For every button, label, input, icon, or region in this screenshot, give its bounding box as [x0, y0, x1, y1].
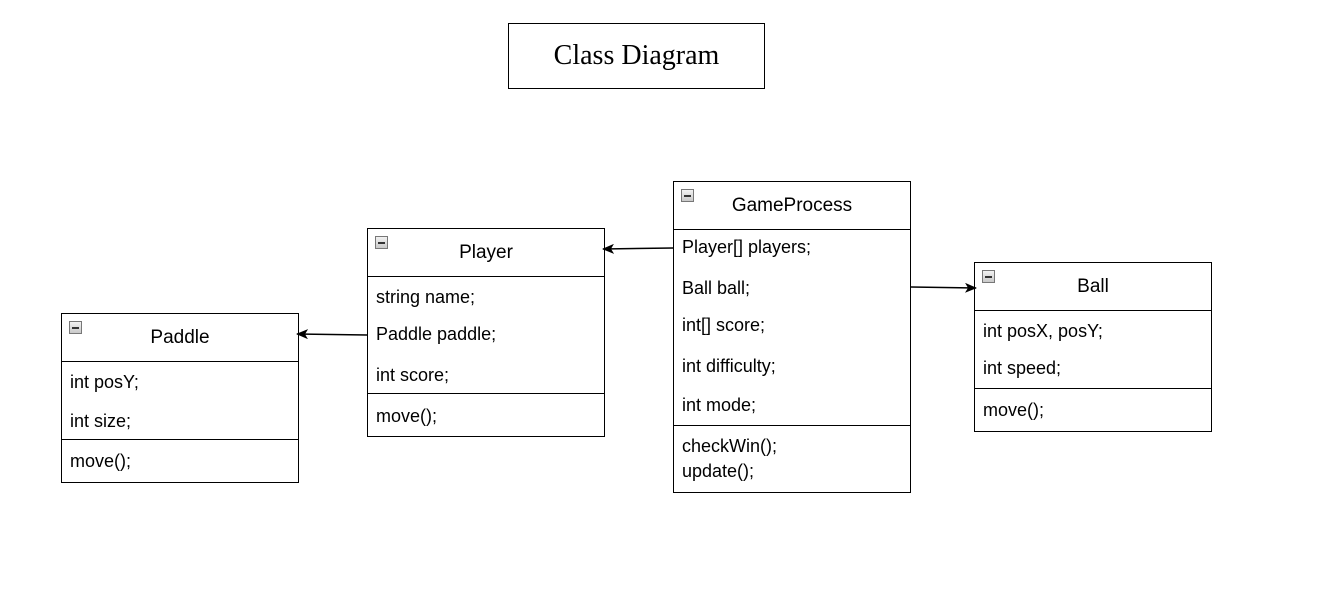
- arrow-player-to-paddle: [296, 329, 368, 340]
- class-ball-attributes: int posX, posY; int speed;: [975, 311, 1211, 389]
- class-paddle-attributes: int posY; int size;: [62, 362, 298, 440]
- method: move();: [983, 400, 1045, 420]
- class-paddle[interactable]: Paddle int posY; int size; move();: [61, 313, 299, 483]
- method: move();: [376, 406, 438, 426]
- attribute: int[] score;: [682, 315, 766, 335]
- collapse-icon[interactable]: [681, 189, 694, 202]
- attribute: int score;: [376, 365, 450, 385]
- arrow-gameprocess-to-player: [602, 243, 674, 254]
- attribute: Paddle paddle;: [376, 324, 497, 344]
- class-player[interactable]: Player string name; Paddle paddle; int s…: [367, 228, 605, 437]
- method: checkWin();: [682, 436, 778, 456]
- class-gameprocess-header: GameProcess: [674, 182, 910, 230]
- attribute: Ball ball;: [682, 278, 751, 298]
- class-ball-name: Ball: [1077, 275, 1109, 297]
- class-player-header: Player: [368, 229, 604, 277]
- attribute: int size;: [70, 411, 132, 431]
- attribute: string name;: [376, 287, 476, 307]
- attribute: Player[] players;: [682, 237, 812, 257]
- attribute: int speed;: [983, 358, 1062, 378]
- class-player-name: Player: [459, 241, 513, 263]
- diagram-title: Class Diagram: [508, 23, 765, 89]
- class-ball-header: Ball: [975, 263, 1211, 311]
- attribute: int difficulty;: [682, 356, 776, 376]
- attribute: int mode;: [682, 395, 757, 415]
- arrow-gameprocess-to-ball: [910, 282, 977, 293]
- class-ball[interactable]: Ball int posX, posY; int speed; move();: [974, 262, 1212, 432]
- class-paddle-name: Paddle: [150, 326, 210, 348]
- collapse-icon[interactable]: [982, 270, 995, 283]
- class-player-attributes: string name; Paddle paddle; int score;: [368, 277, 604, 394]
- class-gameprocess[interactable]: GameProcess Player[] players; Ball ball;…: [673, 181, 911, 493]
- attribute: int posX, posY;: [983, 321, 1103, 341]
- method: move();: [70, 451, 132, 471]
- collapse-icon[interactable]: [69, 321, 82, 334]
- method: update();: [682, 461, 755, 481]
- class-gameprocess-name: GameProcess: [731, 194, 853, 216]
- attribute: int posY;: [70, 372, 139, 392]
- collapse-icon[interactable]: [375, 236, 388, 249]
- class-gameprocess-attributes: Player[] players; Ball ball; int[] score…: [674, 230, 910, 426]
- class-paddle-header: Paddle: [62, 314, 298, 362]
